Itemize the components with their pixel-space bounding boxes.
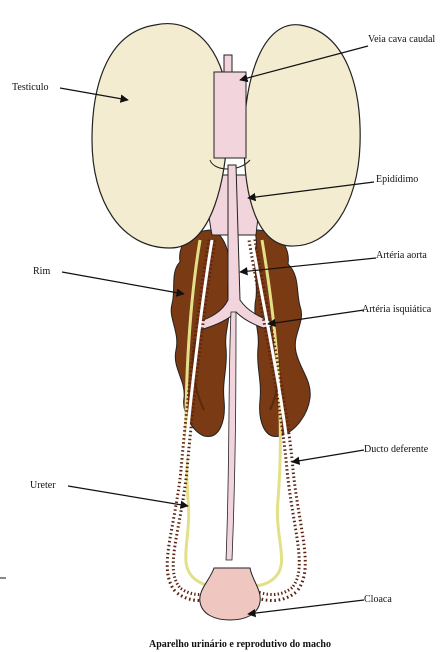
testis-right — [244, 25, 360, 246]
cloaca — [200, 568, 260, 620]
label-arteria-isquiatica: Artéria isquiática — [362, 304, 432, 315]
label-cloaca: Cloaca — [364, 594, 392, 605]
testis-left — [92, 24, 228, 248]
label-rim: Rim — [33, 266, 50, 277]
label-testiculo: Testiculo — [12, 82, 49, 93]
caudal-vena-cava — [210, 55, 250, 169]
label-epididimo: Epidídimo — [376, 174, 418, 185]
label-ducto-deferente: Ducto deferente — [364, 444, 429, 455]
figure-caption: Aparelho urinário e reprodutivo do macho — [149, 639, 331, 650]
label-ureter: Ureter — [30, 480, 56, 491]
label-veia-cava-caudal: Veia cava caudal — [368, 34, 435, 45]
label-arteria-aorta: Artéria aorta — [376, 250, 427, 261]
